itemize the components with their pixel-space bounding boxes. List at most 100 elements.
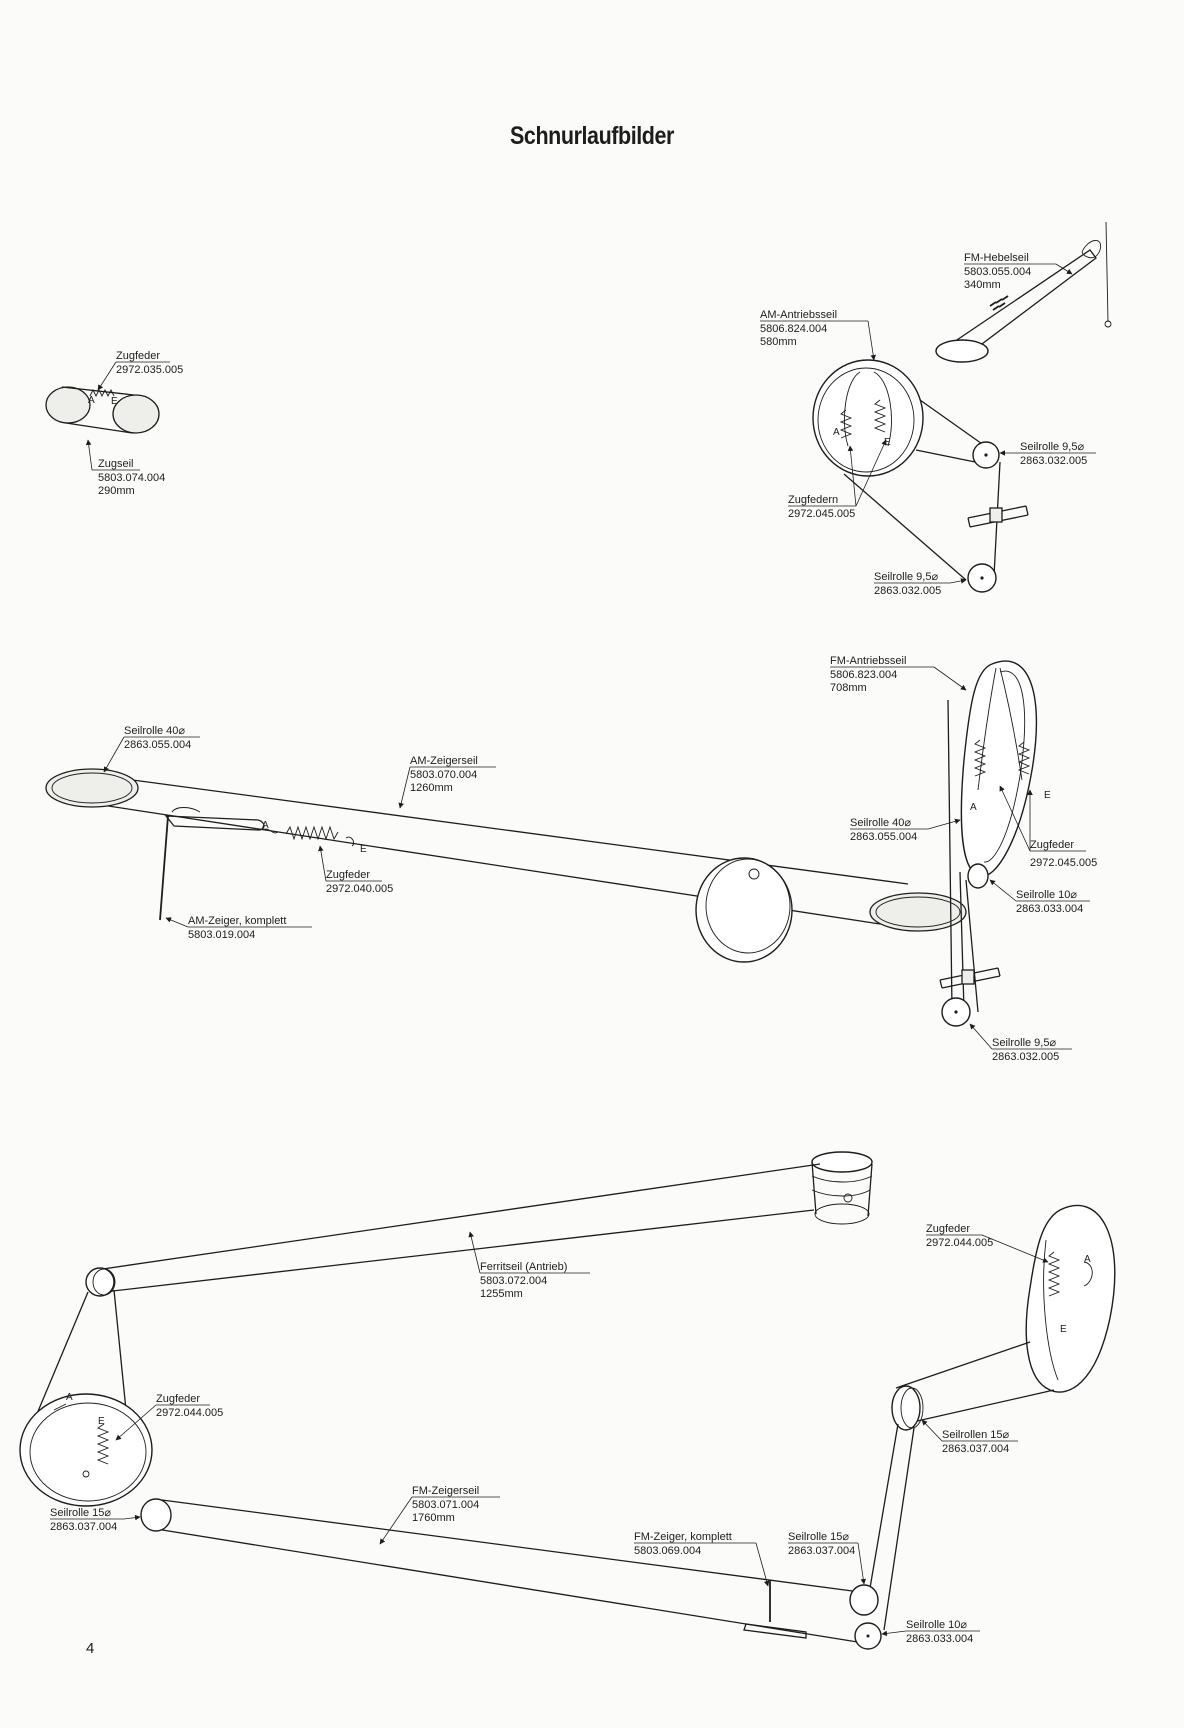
label-part-number: 2972.045.005 — [788, 508, 855, 520]
fm-drive-disc — [960, 660, 1038, 877]
lever-loop — [1081, 240, 1102, 259]
label-zugfedern: Zugfedern 2972.045.005 — [788, 439, 887, 520]
leader-line — [981, 1234, 1049, 1263]
label-name: Zugfedern — [788, 494, 838, 506]
right-pulley — [112, 394, 160, 434]
lever-cord — [1105, 221, 1109, 323]
cord-lower — [65, 422, 133, 434]
ferrit-drum-top — [811, 1151, 873, 1173]
label-part-number: 5803.072.004 — [480, 1275, 547, 1287]
label-name: Seilrolle 40⌀ — [124, 725, 185, 737]
leader-line — [755, 1542, 770, 1587]
pointer-clip — [171, 807, 201, 813]
label-part-number: 5803.019.004 — [188, 929, 255, 941]
leader-line — [881, 1630, 907, 1637]
label-seilrolle-10: Seilrolle 10⌀ 2863.033.004 — [989, 879, 1090, 915]
left-drum-hook-a — [53, 1403, 67, 1411]
marker-a: A — [262, 820, 269, 831]
pulley-ferrit-left-rim — [92, 1268, 116, 1296]
pointer-bracket — [164, 815, 265, 831]
leader-line — [969, 1023, 993, 1050]
left-drum — [19, 1393, 153, 1507]
label-name: Ferritseil (Antrieb) — [480, 1261, 567, 1273]
right-drum-hook — [1083, 1261, 1093, 1287]
leader-line — [933, 666, 967, 691]
right-drum — [1025, 1204, 1116, 1393]
left-drum-rim — [29, 1402, 147, 1502]
pulley-40-right — [869, 892, 967, 932]
cord-to-bottom-pulley — [843, 473, 967, 581]
leader-line — [989, 879, 1017, 902]
leader-line — [921, 1419, 943, 1442]
label-part-number: 2972.045.005 — [1030, 857, 1097, 869]
label-seilrollen-15: Seilrollen 15⌀ 2863.037.004 — [921, 1419, 1018, 1455]
scale-drum — [695, 857, 793, 963]
fm-drive-disc-rim — [983, 670, 1026, 863]
leader-line — [927, 818, 961, 830]
label-name: Seilrolle 9,5⌀ — [1020, 441, 1084, 453]
label-part-number: 5803.055.004 — [964, 266, 1031, 278]
marker-e: E — [884, 437, 891, 448]
am-drive-diagram: A E FM-Hebelseil 5803.055.004 340mm AM-A… — [760, 221, 1112, 597]
pointer-stem — [159, 815, 169, 921]
label-seilrolle-40: Seilrolle 40⌀ 2863.055.004 — [103, 725, 200, 773]
ferrit-drum-windings — [811, 1175, 873, 1197]
label-name: Zugfeder — [926, 1223, 970, 1235]
ferrit-cord-lower — [103, 1209, 815, 1293]
leader-line — [97, 361, 117, 391]
am-pointer-diagram: A E Seilrolle 40⌀ 2863.055.004 AM-Zeiger… — [45, 725, 967, 963]
label-length: 1260mm — [410, 782, 453, 794]
pulley-15-left — [140, 1498, 172, 1532]
marker-a: A — [1084, 1254, 1091, 1265]
label-seilrolle-15-left: Seilrolle 15⌀ 2863.037.004 — [50, 1507, 141, 1533]
label-name: Seilrolle 40⌀ — [850, 817, 911, 829]
label-seilrolle-10: Seilrolle 10⌀ 2863.033.004 — [881, 1619, 980, 1645]
label-length: 290mm — [98, 485, 135, 497]
label-part-number: 2863.033.004 — [906, 1633, 973, 1645]
label-name: Seilrolle 15⌀ — [50, 1507, 111, 1519]
ferrit-drum-bottom — [814, 1203, 870, 1225]
marker-a: A — [88, 395, 95, 406]
fm-cord-upper — [161, 1499, 861, 1593]
label-name: FM-Zeigerseil — [412, 1485, 479, 1497]
label-part-number: 5803.070.004 — [410, 769, 477, 781]
label-am-zeiger: AM-Zeiger, komplett 5803.019.004 — [165, 915, 312, 941]
label-name: AM-Zeigerseil — [410, 755, 478, 767]
drum-hook — [748, 868, 760, 880]
cord-left-vertical — [947, 699, 953, 1011]
marker-a: A — [970, 802, 977, 813]
label-zugfeder: Zugfeder 2972.035.005 — [97, 350, 183, 391]
spring-right — [1017, 741, 1031, 775]
spring-right — [873, 399, 887, 433]
cord-to-top-pulley — [919, 399, 986, 447]
cord-drum-to-pulleys-1 — [895, 1341, 1031, 1389]
spring-hook-a — [261, 828, 279, 834]
leader-line — [115, 1404, 157, 1441]
left-pulley — [45, 386, 91, 424]
label-seilrolle-top: Seilrolle 9,5⌀ 2863.032.005 — [999, 441, 1096, 467]
label-part-number: 5806.824.004 — [760, 323, 827, 335]
leader-line — [949, 578, 967, 584]
pulley-95-axle — [954, 1010, 958, 1014]
label-part-number: 2863.032.005 — [992, 1051, 1059, 1063]
label-fm-zeiger: FM-Zeiger, komplett 5803.069.004 — [634, 1531, 770, 1587]
marker-a: A — [66, 1392, 73, 1403]
right-drum-rim — [1043, 1239, 1059, 1381]
page-title: Schnurlaufbilder — [510, 122, 674, 150]
label-part-number: 2863.033.004 — [1016, 903, 1083, 915]
leader-line — [103, 736, 125, 773]
am-drive-disc — [812, 359, 924, 477]
label-part-number: 2972.044.005 — [156, 1407, 223, 1419]
cord-right-vertical — [959, 871, 965, 1011]
marker-a: A — [833, 427, 840, 438]
label-name: Seilrolle 9,5⌀ — [992, 1037, 1056, 1049]
leader-line — [1055, 263, 1073, 275]
leader-line — [123, 1514, 141, 1521]
label-name: FM-Antriebsseil — [830, 655, 906, 667]
label-name: Zugfeder — [156, 1393, 200, 1405]
label-seilrolle-95: Seilrolle 9,5⌀ 2863.032.005 — [969, 1023, 1072, 1063]
fm-drive-diagram: A E FM-Antriebsseil 5806.823.004 708mm S… — [830, 655, 1097, 1063]
marker-e: E — [360, 844, 367, 855]
left-drum-spring — [96, 1423, 110, 1465]
